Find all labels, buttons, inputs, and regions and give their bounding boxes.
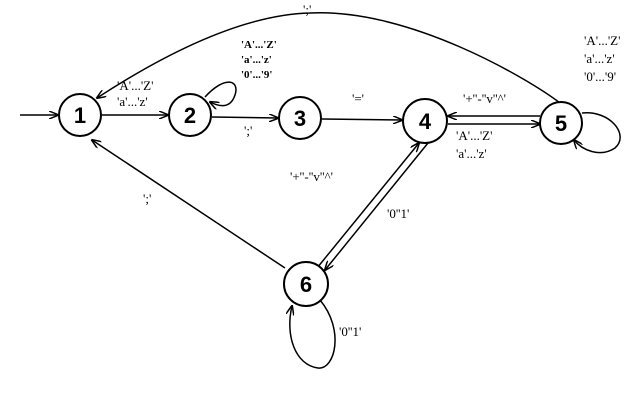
label-1-2-line-1: 'A'...'Z' bbox=[117, 78, 153, 93]
label-2-2-line-2: 'a'...'z' bbox=[241, 54, 272, 66]
edge-2-2-loop bbox=[204, 81, 237, 106]
label-2-2-line-3: '0'...'9' bbox=[241, 69, 272, 81]
label-4-6: '0''1' bbox=[387, 206, 409, 221]
state-5: 5 bbox=[539, 101, 583, 145]
label-6-4: '+''-''v''^' bbox=[290, 169, 333, 184]
edge-5-1 bbox=[97, 12, 561, 104]
edge-5-5-loop bbox=[574, 112, 621, 154]
edge-3-4 bbox=[321, 119, 402, 120]
edge-6-1 bbox=[92, 140, 286, 269]
state-6: 6 bbox=[283, 261, 329, 307]
state-2: 2 bbox=[168, 93, 212, 137]
label-5-5-line-1: 'A'...'Z' bbox=[584, 33, 620, 48]
state-1-label: 1 bbox=[74, 103, 86, 128]
label-5-5-line-2: 'a'...'z' bbox=[584, 51, 615, 66]
label-5-1: ';' bbox=[303, 2, 311, 17]
label-2-2-line-1: 'A'...'Z' bbox=[241, 39, 277, 51]
label-4-5-line-1: 'A'...'Z' bbox=[456, 128, 492, 143]
state-3-label: 3 bbox=[294, 106, 306, 131]
label-6-1: ';' bbox=[143, 191, 151, 206]
edge-2-3 bbox=[211, 117, 278, 118]
label-1-2-line-2: 'a'...'z' bbox=[117, 94, 148, 109]
state-3: 3 bbox=[278, 96, 322, 140]
edge-4-6 bbox=[325, 142, 429, 270]
state-4: 4 bbox=[402, 98, 448, 144]
state-6-label: 6 bbox=[300, 272, 312, 297]
label-3-4: '=' bbox=[352, 91, 364, 106]
label-4-5-line-2: 'a'...'z' bbox=[456, 146, 487, 161]
label-6-6: '0''1' bbox=[339, 324, 361, 339]
label-5-5-line-3: '0'...'9' bbox=[584, 69, 616, 84]
edge-6-4 bbox=[316, 143, 419, 269]
label-2-3: ';' bbox=[244, 123, 252, 138]
state-5-label: 5 bbox=[555, 111, 567, 136]
label-5-4: '+''-''v''^' bbox=[463, 91, 506, 106]
edge-6-6-loop bbox=[290, 299, 336, 369]
state-2-label: 2 bbox=[184, 103, 196, 128]
state-1: 1 bbox=[58, 93, 102, 137]
state-4-label: 4 bbox=[419, 109, 432, 134]
